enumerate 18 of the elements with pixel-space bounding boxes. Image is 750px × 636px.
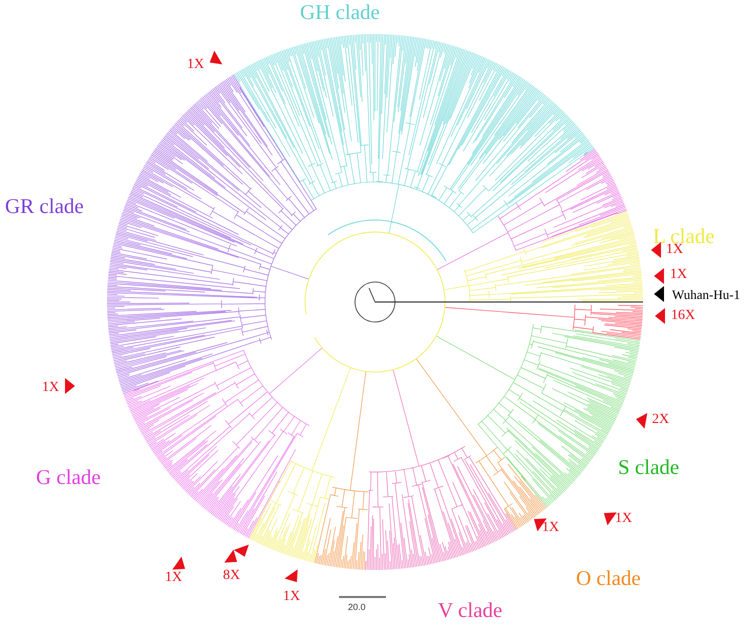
count-label: 1X — [542, 521, 560, 535]
clade-label: V clade — [438, 600, 502, 621]
count-label: 1X — [42, 381, 60, 395]
count-label: 1X — [283, 590, 300, 604]
clade-label: O clade — [576, 568, 641, 589]
count-label: 2X — [652, 413, 670, 427]
count-label: 8X — [223, 569, 240, 583]
count-label: 16X — [671, 309, 696, 323]
clade-label: G clade — [36, 467, 101, 488]
clade-label: S clade — [618, 457, 680, 478]
sequence-label: Wuhan-Hu-1 — [672, 288, 740, 301]
clade-label: GR clade — [5, 196, 84, 217]
count-label: 1X — [670, 268, 688, 282]
count-label: 1X — [165, 571, 182, 585]
count-label: 1X — [187, 58, 204, 72]
count-label: 1X — [615, 512, 632, 526]
clade-label: GH clade — [300, 2, 380, 23]
scale-label: 20.0 — [348, 603, 366, 612]
